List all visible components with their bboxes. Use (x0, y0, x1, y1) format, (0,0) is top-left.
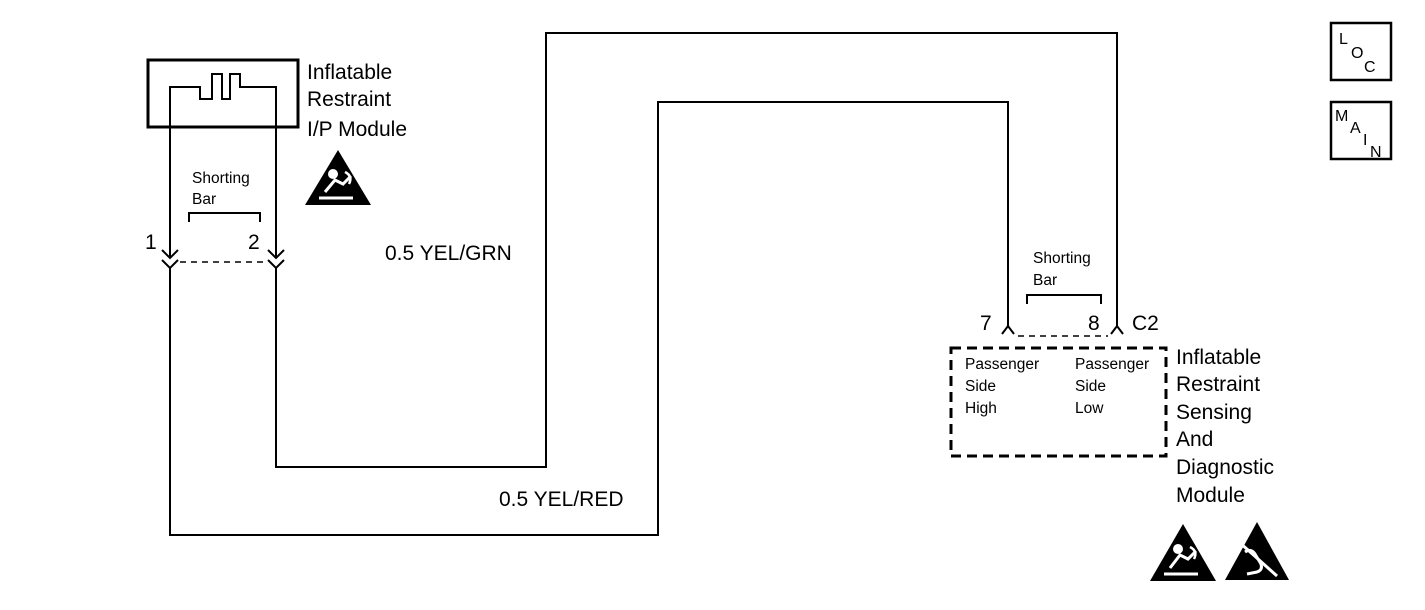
sdm-connector-pin-8 (1110, 324, 1124, 335)
wire-yel-grn-label: 0.5 YEL/GRN (385, 242, 512, 265)
ip-pin-1-label: 1 (145, 231, 157, 254)
ip-module-label: Inflatable Restraint I/P Module (307, 61, 407, 141)
loc-button[interactable]: L O C (1329, 21, 1393, 82)
sdm-connector-label: C2 (1132, 312, 1159, 335)
sdm-shorting-bar-label: Shorting Bar (1033, 250, 1095, 289)
sdm-terminal-high: Passenger Side High (965, 356, 1043, 417)
sdm-shorting-bar: Shorting Bar (1026, 250, 1102, 304)
ip-shorting-bar: Shorting Bar (188, 170, 261, 222)
svg-text:L: L (1339, 31, 1348, 48)
svg-text:M: M (1335, 108, 1348, 125)
sdm-module-box (949, 346, 1168, 458)
ip-pin-2-label: 2 (248, 231, 260, 254)
svg-text:N: N (1370, 144, 1382, 161)
sdm-pin-8-label: 8 (1088, 312, 1100, 335)
wire-yel-red (169, 101, 1009, 536)
wire-yel-grn (275, 32, 1118, 468)
sdm-module-label: Inflatable Restraint Sensing And Diagnos… (1176, 346, 1280, 507)
svg-text:A: A (1350, 120, 1361, 137)
airbag-warning-icon (1150, 524, 1216, 581)
svg-text:O: O (1351, 45, 1363, 62)
svg-text:I: I (1363, 132, 1367, 149)
sdm-pin-7-label: 7 (980, 312, 992, 335)
sdm-terminal-low: Passenger Side Low (1075, 356, 1153, 417)
ip-shorting-bar-label: Shorting Bar (192, 170, 254, 208)
svg-text:C: C (1364, 59, 1376, 76)
ip-module (146, 58, 300, 129)
ip-connector-pin-2 (267, 127, 285, 270)
esd-warning-icon (1225, 522, 1289, 580)
sdm-connector-pin-7 (1001, 324, 1015, 335)
airbag-warning-icon (305, 150, 371, 205)
main-button[interactable]: M A I N (1329, 100, 1393, 161)
wire-yel-red-label: 0.5 YEL/RED (499, 488, 624, 511)
ip-connector-pin-1 (161, 127, 179, 270)
